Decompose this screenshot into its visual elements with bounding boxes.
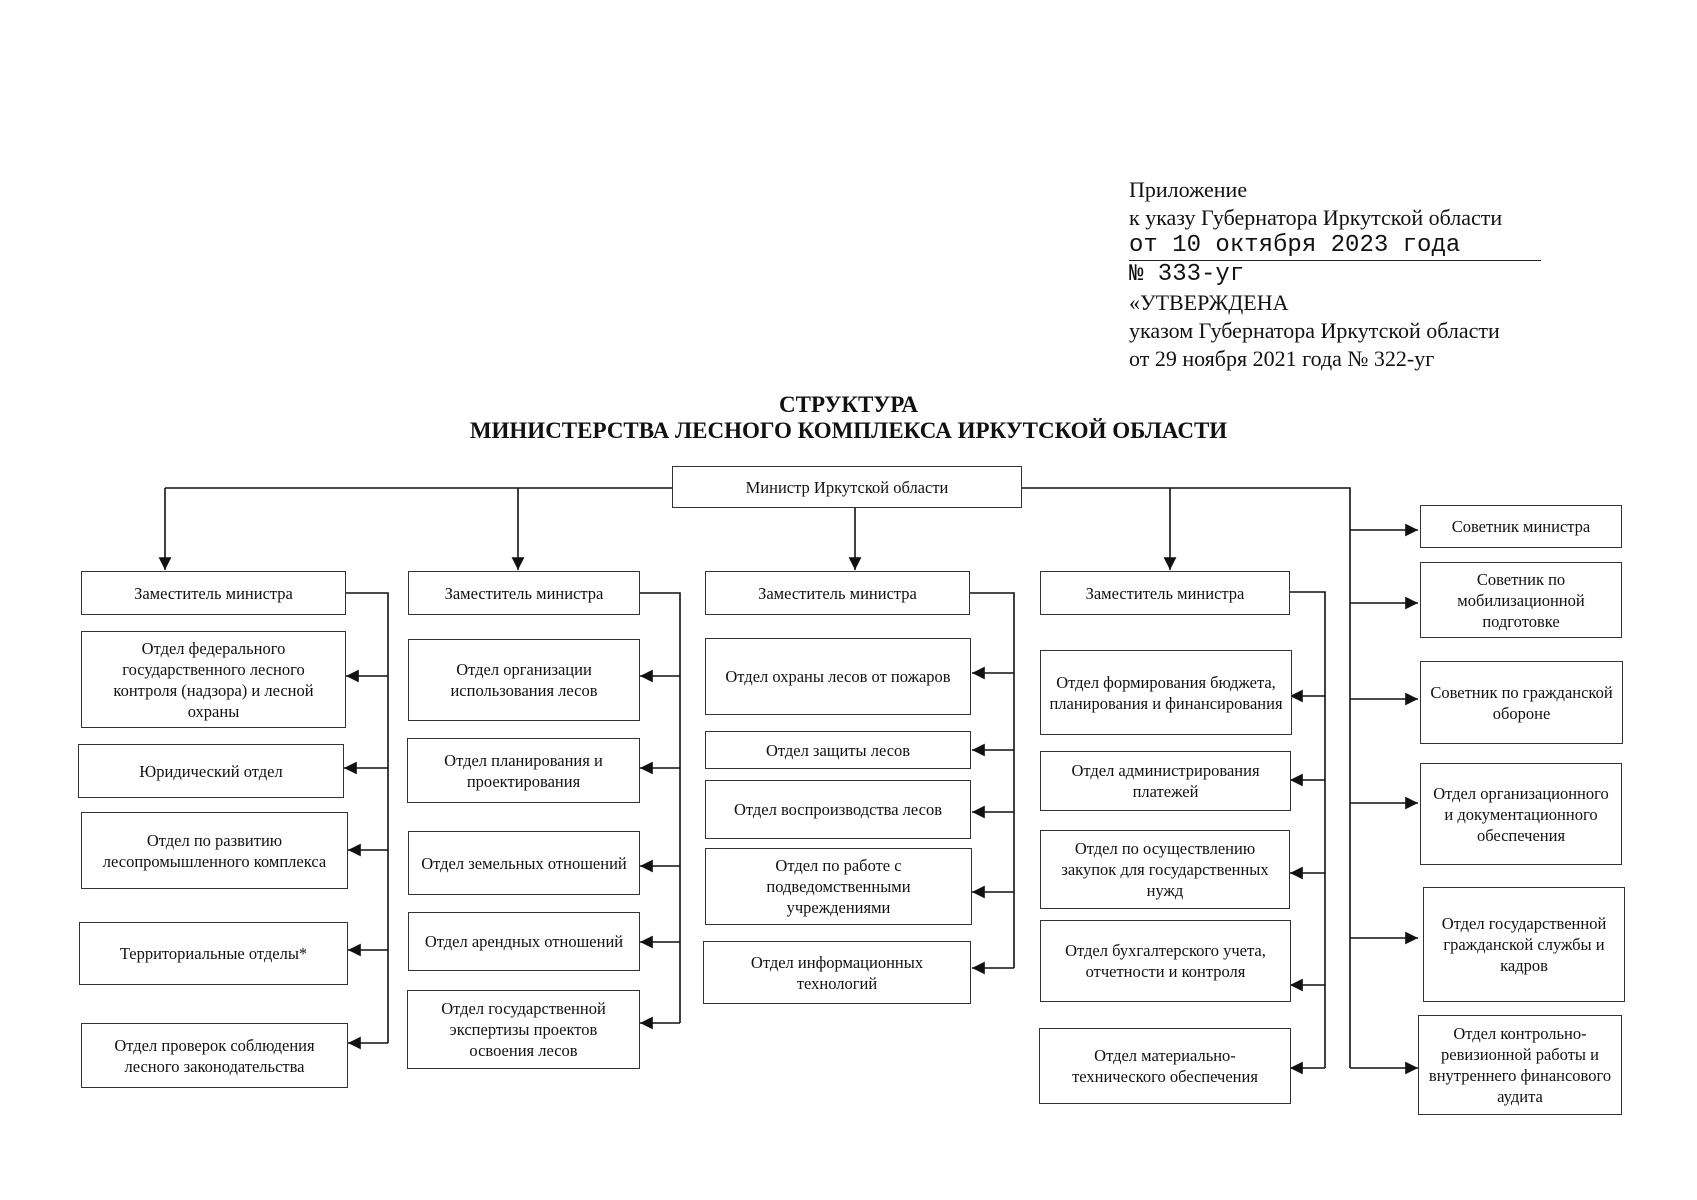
annex-date: от 10 октября 2023 года: [1129, 232, 1541, 261]
unit-box-6: Отдел контрольно-ревизионной работы и вн…: [1418, 1015, 1622, 1115]
dept-box-2-2: Отдел планирования и проектирования: [407, 738, 640, 803]
connector-col1-bus: [346, 592, 389, 1043]
page-title: СТРУКТУРА: [779, 392, 918, 417]
dept-box-2-4: Отдел арендных отношений: [408, 912, 640, 971]
dept-box-1-5: Отдел проверок соблюдения лесного законо…: [81, 1023, 348, 1088]
annex-line-1: Приложение: [1129, 177, 1248, 202]
dept-box-1-3: Отдел по развитию лесопромышленного комп…: [81, 812, 348, 889]
dept-box-4-1: Отдел формирования бюджета, планирования…: [1040, 650, 1292, 735]
dept-box-1-2: Юридический отдел: [78, 744, 344, 798]
annex-line-2: к указу Губернатора Иркутской области: [1129, 205, 1503, 230]
connector-col2-bus: [640, 592, 681, 1023]
dept-box-1-4: Территориальные отделы*: [79, 922, 348, 985]
connector-col3-bus: [970, 592, 1015, 968]
deputy-box-1: Заместитель министра: [81, 571, 346, 615]
dept-box-2-1: Отдел организации использования лесов: [408, 639, 640, 721]
dept-box-4-4: Отдел бухгалтерского учета, отчетности и…: [1040, 920, 1291, 1002]
unit-box-4: Отдел организационного и документационно…: [1420, 763, 1622, 865]
annex-header: Приложение к указу Губернатора Иркутской…: [1129, 176, 1549, 373]
dept-box-3-1: Отдел охраны лесов от пожаров: [705, 638, 971, 715]
dept-box-3-3: Отдел воспроизводства лесов: [705, 780, 971, 839]
annex-line-6: указом Губернатора Иркутской области: [1129, 318, 1500, 343]
minister-box: Министр Иркутской области: [672, 466, 1022, 508]
dept-box-4-5: Отдел материально-технического обеспечен…: [1039, 1028, 1291, 1104]
dept-box-2-5: Отдел государственной экспертизы проекто…: [407, 990, 640, 1069]
unit-box-5: Отдел государственной гражданской службы…: [1423, 887, 1625, 1002]
connector-top-line-right: [1022, 487, 1351, 1068]
dept-box-4-3: Отдел по осуществлению закупок для госуд…: [1040, 830, 1290, 909]
connector-col4-bus: [1290, 591, 1326, 1068]
dept-box-2-3: Отдел земельных отношений: [408, 831, 640, 895]
unit-box-3: Советник по гражданской обороне: [1420, 661, 1623, 744]
deputy-box-2: Заместитель министра: [408, 571, 640, 615]
unit-box-2: Советник по мобилизационной подготовке: [1420, 562, 1622, 638]
page-subtitle: МИНИСТЕРСТВА ЛЕСНОГО КОМПЛЕКСА ИРКУТСКОЙ…: [469, 418, 1228, 443]
dept-box-1-1: Отдел федерального государственного лесн…: [81, 631, 346, 728]
deputy-box-3: Заместитель министра: [705, 571, 970, 615]
unit-box-1: Советник министра: [1420, 505, 1622, 548]
annex-line-5: «УТВЕРЖДЕНА: [1129, 290, 1289, 315]
dept-box-3-4: Отдел по работе с подведомственными учре…: [705, 848, 972, 925]
deputy-box-4: Заместитель министра: [1040, 571, 1290, 615]
annex-line-7: от 29 ноября 2021 года № 322-уг: [1129, 346, 1435, 371]
dept-box-3-2: Отдел защиты лесов: [705, 731, 971, 769]
annex-number: № 333-уг: [1129, 261, 1245, 288]
dept-box-4-2: Отдел администрирования платежей: [1040, 751, 1291, 811]
dept-box-3-5: Отдел информационных технологий: [703, 941, 971, 1004]
